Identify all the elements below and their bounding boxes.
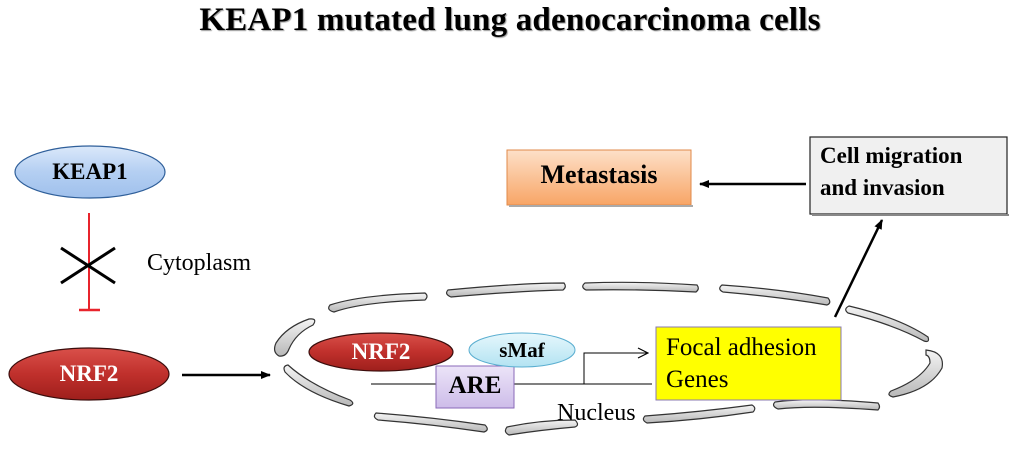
smaf-label: sMaf: [499, 338, 545, 362]
metastasis-shadow: [509, 205, 693, 207]
transcription-arrow: [583, 353, 648, 384]
are-label: ARE: [448, 372, 502, 399]
keap1-label: KEAP1: [52, 159, 128, 184]
are-node: [435, 365, 515, 409]
membrane-segment: [273, 318, 316, 357]
focal-adhesion-label-line2: Genes: [666, 366, 729, 393]
blocked-cross-icon: [60, 246, 116, 285]
cell-migration-shadow: [812, 214, 1009, 216]
focal-adhesion-genes-node: [655, 326, 842, 401]
membrane-segment: [642, 404, 756, 424]
nrf2-nucleus-label: NRF2: [351, 339, 411, 364]
nucleus-label: Nucleus: [557, 400, 636, 426]
focal-adhesion-label-line1: Focal adhesion: [666, 334, 817, 361]
membrane-segment: [845, 305, 930, 343]
nrf2-cytoplasm-node: [8, 347, 170, 401]
membrane-segment: [504, 419, 579, 436]
membrane-segment: [719, 284, 831, 306]
cell-migration-label-line2: and invasion: [820, 175, 945, 200]
diagram-title: KEAP1 mutated lung adenocarcinoma cells: [199, 2, 821, 38]
keap1-inhibits-nrf2-edge: [79, 213, 100, 312]
membrane-segment: [888, 349, 944, 398]
membrane-segment: [445, 282, 566, 298]
cytoplasm-label: Cytoplasm: [147, 250, 252, 276]
genes-to-migration-arrow: [833, 219, 884, 318]
metastasis-node: [506, 149, 692, 206]
cell-migration-node: [809, 136, 1008, 215]
smaf-node: [468, 332, 576, 368]
keap1-node: [14, 145, 166, 199]
nrf2-nucleus-node: [308, 332, 454, 372]
metastasis-label: Metastasis: [540, 160, 658, 189]
cell-migration-label-line1: Cell migration: [820, 143, 963, 168]
membrane-segment: [772, 399, 881, 411]
membrane-segment: [328, 292, 428, 313]
membrane-segment: [283, 364, 354, 407]
nrf2-cytoplasm-label: NRF2: [59, 361, 119, 386]
membrane-segment: [373, 412, 488, 433]
membrane-segment: [582, 281, 699, 293]
nuclear-membrane: [273, 281, 944, 436]
